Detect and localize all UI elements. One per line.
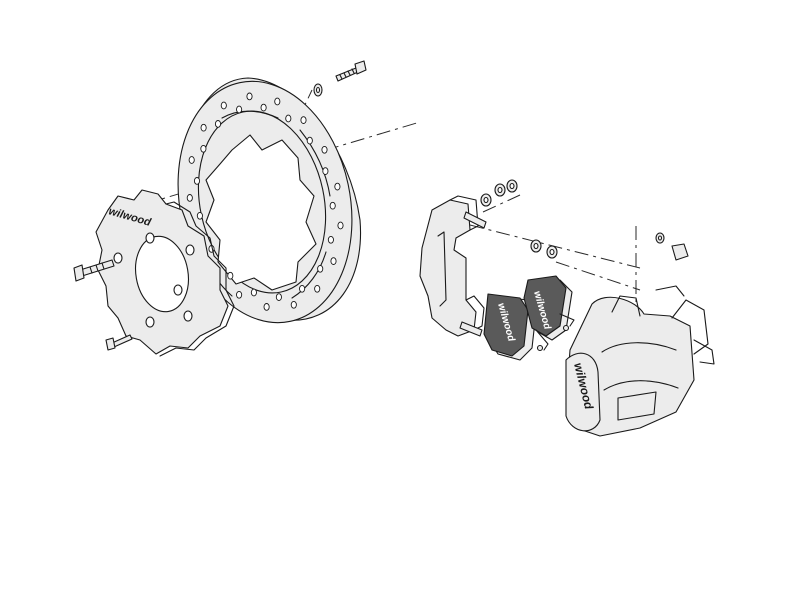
rotor-drill-hole: [188, 156, 195, 164]
rotor-drill-hole: [186, 194, 193, 202]
rotor-bolt-washer: [313, 83, 323, 97]
caliper-shim-washers: [530, 239, 558, 259]
rotor-drill-hole: [300, 116, 307, 124]
rotor-drill-hole: [285, 114, 292, 123]
bracket-bolt-lower: [459, 321, 483, 337]
rotor-bolt: [335, 60, 367, 82]
rotor-drill-hole: [236, 290, 243, 299]
rotor-drill-hole: [227, 271, 234, 280]
rotor-drill-holes: [186, 92, 344, 311]
rotor-drill-hole: [250, 288, 257, 297]
rotor-drill-hole: [334, 182, 341, 191]
rotor-drill-hole: [200, 144, 207, 153]
brake-pad-outboard: wilwood: [523, 275, 573, 341]
brake-caliper: wilwood: [565, 285, 715, 437]
rotor-drill-hole: [330, 257, 337, 265]
bracket-washer-stack: [480, 179, 518, 207]
hub-hat: wilwood: [95, 189, 235, 357]
rotor-drill-hole: [274, 97, 281, 106]
rotor-drill-hole: [193, 177, 201, 185]
rotor-drill-hole: [329, 201, 336, 210]
caliper-mounting-bracket: [419, 195, 485, 337]
rotor-drill-hole: [322, 167, 329, 175]
rotor-drill-hole: [290, 300, 297, 309]
hat-stud: [73, 259, 115, 282]
rotor-drill-hole: [196, 211, 203, 220]
rotor-drill-hole: [327, 235, 334, 244]
brake-pad-inboard: wilwood: [483, 293, 537, 361]
rotor-drill-hole: [236, 105, 243, 114]
rotor-drill-hole: [321, 145, 328, 154]
rotor-drill-hole: [246, 92, 253, 101]
caliper-bleeder-screw: [655, 232, 689, 261]
rotor-drill-hole: [200, 123, 207, 132]
pad-retainer-clips: [535, 313, 575, 352]
rotor-drill-hole: [314, 284, 321, 293]
drilled-slotted-rotor: [177, 77, 362, 324]
rotor-drill-hole: [306, 136, 313, 145]
rotor-drill-hole: [214, 120, 222, 128]
bracket-bolt-upper: [463, 211, 487, 229]
rotor-drill-hole: [337, 221, 344, 230]
rotor-drill-hole: [263, 303, 270, 311]
rotor-drill-hole: [220, 101, 227, 110]
rotor-drill-hole: [275, 293, 282, 301]
rotor-drill-hole: [317, 264, 324, 273]
rotor-drill-hole: [260, 103, 267, 112]
rotor-drill-hole: [299, 284, 306, 293]
hat-screw: [105, 334, 133, 351]
